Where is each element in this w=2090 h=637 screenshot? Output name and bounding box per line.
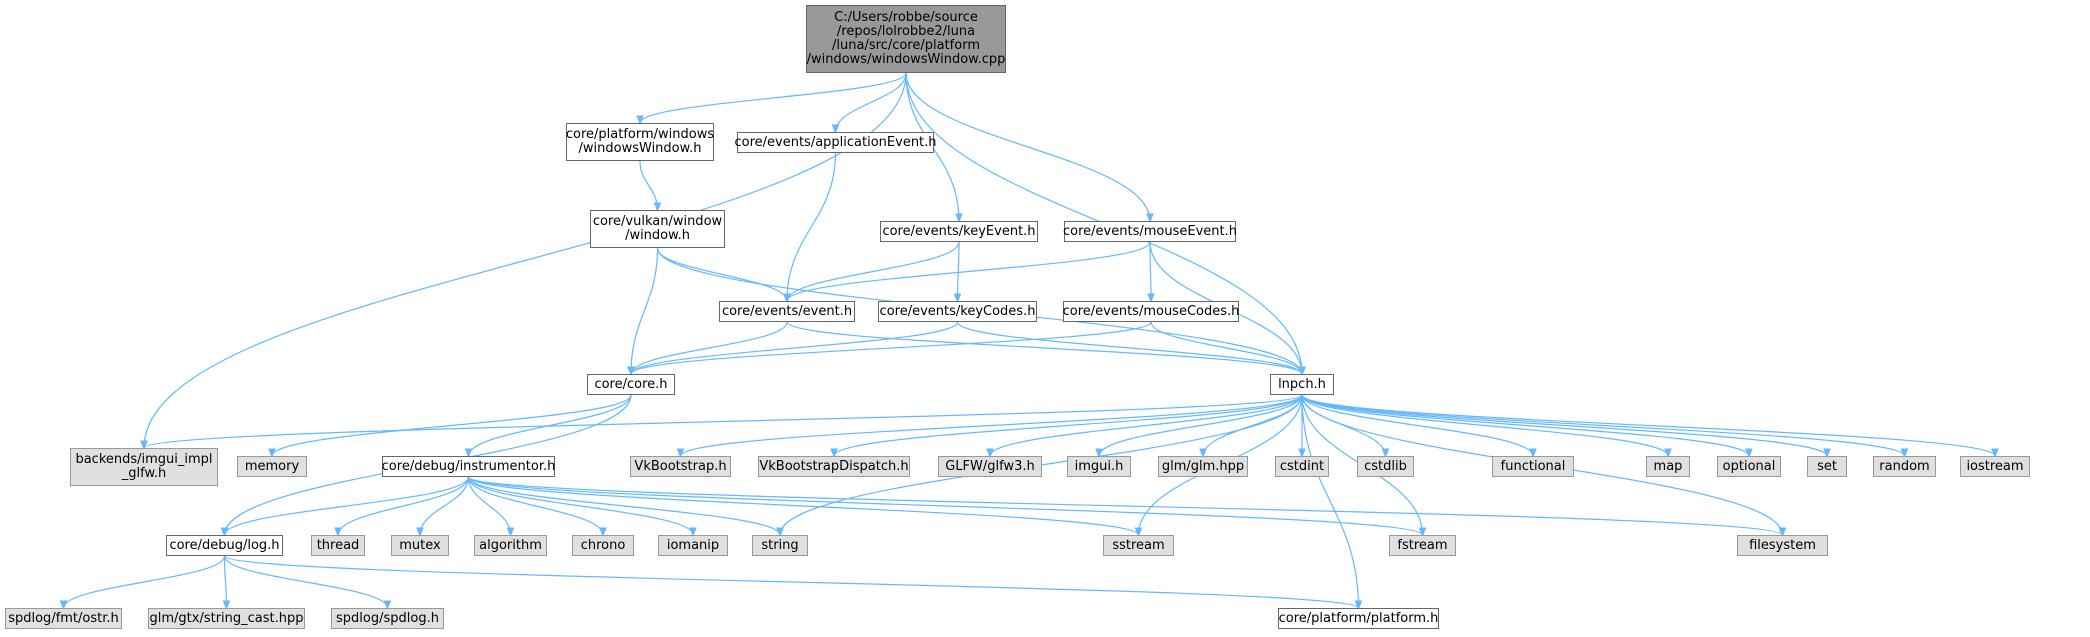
edge-lnpch_h-to-glfw3	[990, 394, 1303, 456]
edge-instrumentor_h-to-algorithm	[467, 476, 511, 535]
edge-mouseEvent_h-to-event_h	[787, 241, 1151, 301]
edge-lnpch_h-to-imgui_glfw	[144, 394, 1303, 448]
node-set: set	[1807, 456, 1847, 477]
edge-keyEvent_h-to-keyCodes_h	[958, 241, 960, 301]
edge-instrumentor_h-to-chrono	[467, 476, 604, 535]
edge-keyEvent_h-to-event_h	[787, 241, 960, 301]
edge-instrumentor_h-to-fstream	[467, 476, 1423, 535]
node-window-h[interactable]: core/vulkan/window /window.h	[590, 210, 725, 248]
node-filesystem: filesystem	[1737, 535, 1828, 556]
node-instrumentor-h[interactable]: core/debug/instrumentor.h	[382, 456, 555, 477]
edge-lnpch_h-to-platform_h	[1301, 394, 1359, 608]
node-vkbootstrap: VkBootstrap.h	[630, 456, 731, 477]
node-glm: glm/glm.hpp	[1158, 456, 1248, 477]
edge-applicationEvent_h-to-event_h	[787, 152, 837, 301]
edge-lnpch_h-to-vkbootstrapdispatch	[834, 394, 1303, 456]
node-spdlog-h: spdlog/spdlog.h	[331, 608, 444, 629]
edge-instrumentor_h-to-log_h	[225, 476, 470, 535]
edge-root-to-mouseEvent_h	[905, 72, 1150, 221]
node-keyEvent-h[interactable]: core/events/keyEvent.h	[880, 221, 1038, 242]
edge-window_h-to-event_h	[656, 247, 788, 301]
node-functional: functional	[1492, 456, 1574, 477]
edge-instrumentor_h-to-sstream	[467, 476, 1139, 535]
node-random: random	[1873, 456, 1936, 477]
edge-keyCodes_h-to-lnpch_h	[956, 321, 1303, 374]
edge-lnpch_h-to-vkbootstrap	[681, 394, 1303, 456]
edge-lnpch_h-to-imgui	[1099, 394, 1303, 456]
edge-log_h-to-fmt_ostr	[64, 555, 226, 608]
edge-event_h-to-core_h	[631, 321, 788, 374]
edge-instrumentor_h-to-string	[467, 476, 781, 535]
edge-instrumentor_h-to-mutex	[420, 476, 470, 535]
edge-core_h-to-memory	[272, 394, 632, 456]
node-fstream: fstream	[1389, 535, 1456, 556]
node-cstdint: cstdint	[1275, 456, 1329, 477]
edge-root-to-imgui_glfw	[144, 72, 907, 448]
node-thread: thread	[311, 535, 365, 556]
edge-log_h-to-spdlog_h	[223, 555, 388, 608]
node-imgui-glfw: backends/imgui_impl _glfw.h	[70, 448, 218, 486]
edge-log_h-to-string_cast	[225, 555, 227, 608]
node-windowsWindow-h[interactable]: core/platform/windows /windowsWindow.h	[566, 123, 714, 161]
node-memory: memory	[237, 456, 307, 477]
edge-instrumentor_h-to-thread	[338, 476, 470, 535]
edge-event_h-to-lnpch_h	[786, 321, 1302, 374]
node-optional: optional	[1717, 456, 1781, 477]
node-cstdlib: cstdlib	[1357, 456, 1414, 477]
edge-root-to-windowsWindow_h	[640, 72, 907, 123]
edge-mouseCodes_h-to-lnpch_h	[1150, 321, 1302, 374]
node-keyCodes-h[interactable]: core/events/keyCodes.h	[878, 301, 1037, 322]
edge-lnpch_h-to-optional	[1301, 394, 1749, 456]
node-iomanip: iomanip	[658, 535, 728, 556]
edge-mouseCodes_h-to-core_h	[631, 321, 1152, 374]
node-algorithm: algorithm	[474, 535, 547, 556]
node-sstream: sstream	[1103, 535, 1174, 556]
node-glfw3: GLFW/glfw3.h	[938, 456, 1042, 477]
node-imgui: imgui.h	[1067, 456, 1131, 477]
node-core-h[interactable]: core/core.h	[587, 374, 675, 395]
node-string: string	[752, 535, 808, 556]
edge-lnpch_h-to-set	[1301, 394, 1827, 456]
node-map: map	[1646, 456, 1690, 477]
node-string-cast: glm/gtx/string_cast.hpp	[148, 608, 305, 629]
edge-instrumentor_h-to-filesystem	[467, 476, 1783, 535]
node-log-h[interactable]: core/debug/log.h	[166, 535, 283, 556]
node-fmt-ostr: spdlog/fmt/ostr.h	[5, 608, 122, 629]
edge-lnpch_h-to-iostream	[1301, 394, 1995, 456]
edge-layer	[64, 72, 1996, 608]
node-mutex: mutex	[391, 535, 449, 556]
edge-lnpch_h-to-functional	[1301, 394, 1533, 456]
node-event-h[interactable]: core/events/event.h	[719, 301, 855, 322]
node-mouseCodes-h[interactable]: core/events/mouseCodes.h	[1063, 301, 1239, 322]
edge-keyCodes_h-to-core_h	[631, 321, 959, 374]
edge-root-to-applicationEvent_h	[836, 72, 907, 132]
node-platform-h[interactable]: core/platform/platform.h	[1278, 608, 1439, 629]
edge-lnpch_h-to-map	[1301, 394, 1668, 456]
node-chrono: chrono	[572, 535, 634, 556]
edge-log_h-to-platform_h	[223, 555, 1359, 608]
node-root[interactable]: C:/Users/robbe/source /repos/lolrobbe2/l…	[806, 5, 1006, 73]
edge-instrumentor_h-to-iomanip	[467, 476, 694, 535]
node-lnpch-h[interactable]: lnpch.h	[1270, 374, 1334, 395]
edge-windowsWindow_h-to-window_h	[639, 160, 658, 210]
edge-window_h-to-core_h	[631, 247, 659, 374]
node-iostream: iostream	[1960, 456, 2030, 477]
node-applicationEvent-h[interactable]: core/events/applicationEvent.h	[734, 132, 937, 153]
edge-lnpch_h-to-random	[1301, 394, 1905, 456]
node-mouseEvent-h[interactable]: core/events/mouseEvent.h	[1063, 221, 1237, 242]
node-vkbootstrapdispatch: VkBootstrapDispatch.h	[758, 456, 910, 477]
